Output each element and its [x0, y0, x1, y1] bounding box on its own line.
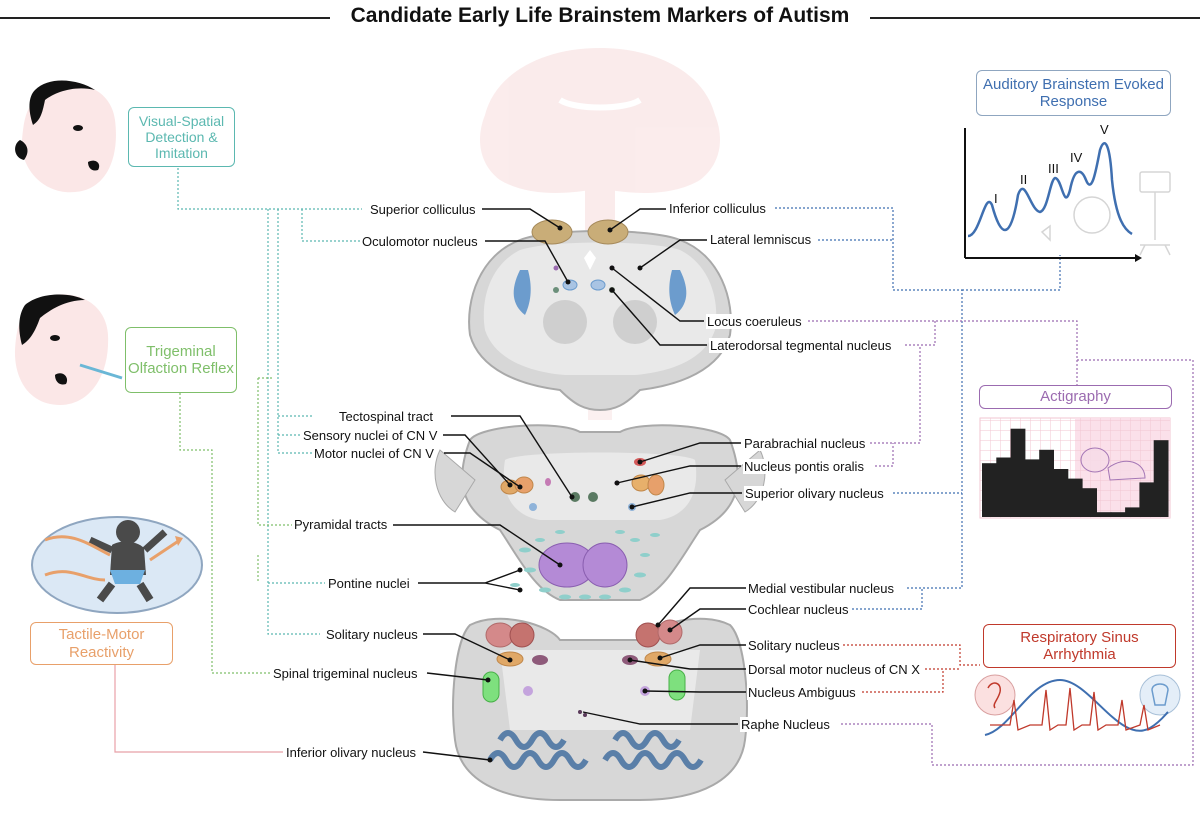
label-parabrachial-nucleus: Parabrachial nucleus: [743, 436, 867, 451]
label-lateral-lemniscus: Lateral lemniscus: [709, 232, 813, 247]
actigraphy-bar: [1110, 512, 1126, 517]
label-inferior-colliculus: Inferior colliculus: [668, 201, 767, 216]
actigraphy-bar: [1024, 459, 1040, 517]
marker-box-auditory: Auditory Brainstem Evoked Response: [976, 70, 1171, 116]
label-solitary-nucleus-right: Solitary nucleus: [747, 638, 841, 653]
label-laterodorsal-tegmental-nucleus: Laterodorsal tegmental nucleus: [709, 338, 893, 353]
marker-tactile-text: Tactile-Motor Reactivity: [58, 626, 145, 661]
abr-peak-3: III: [1048, 161, 1059, 176]
marker-box-actigraphy: Actigraphy: [979, 385, 1172, 409]
baby-face-visual: [15, 80, 116, 193]
sleeping-baby-icon: [1080, 447, 1146, 481]
abr-plot: [964, 128, 1171, 262]
actigraphy-bar: [1039, 449, 1054, 517]
actigraphy-bar: [1067, 478, 1083, 517]
marker-respiratory-text: Respiratory Sinus Arrhythmia: [1020, 628, 1139, 663]
abr-peak-1: I: [994, 191, 998, 206]
baby-face-trigeminal: [14, 294, 123, 405]
marker-actigraphy-text: Actigraphy: [1040, 388, 1111, 406]
page-title: Candidate Early Life Brainstem Markers o…: [344, 4, 856, 27]
marker-visual-spatial-text: Visual-Spatial Detection & Imitation: [138, 112, 225, 162]
label-superior-colliculus: Superior colliculus: [369, 202, 477, 217]
actigraphy-bar: [1139, 482, 1155, 517]
actigraphy-bar: [1053, 469, 1069, 517]
actigraphy-bar: [1082, 488, 1097, 517]
label-sensory-nuclei-cn5: Sensory nuclei of CN V: [302, 428, 439, 443]
actigraphy-chart: [979, 417, 1171, 519]
baby-tactile-illustration: [31, 516, 203, 614]
label-solitary-nucleus-left: Solitary nucleus: [325, 627, 419, 642]
label-nucleus-ambiguus: Nucleus Ambiguus: [747, 685, 857, 700]
connector-trigeminal: [179, 393, 270, 674]
actigraphy-bar: [982, 463, 997, 517]
label-oculomotor-nucleus: Oculomotor nucleus: [361, 234, 479, 249]
label-dorsal-motor-nucleus-cn10: Dorsal motor nucleus of CN X: [747, 662, 921, 677]
marker-trigeminal-text: Trigeminal Olfaction Reflex: [128, 342, 234, 377]
marker-box-tactile-motor: Tactile-Motor Reactivity: [30, 622, 173, 665]
abr-peak-2: II: [1020, 172, 1028, 187]
label-motor-nuclei-cn5: Motor nuclei of CN V: [313, 446, 435, 461]
connector-auditory: [775, 207, 963, 589]
label-raphe-nucleus: Raphe Nucleus: [740, 717, 831, 732]
label-pyramidal-tracts: Pyramidal tracts: [293, 517, 389, 532]
marker-box-respiratory: Respiratory Sinus Arrhythmia: [983, 624, 1176, 668]
label-pontine-nuclei: Pontine nuclei: [327, 576, 411, 591]
title-rule-left: [0, 17, 330, 19]
marker-auditory-text: Auditory Brainstem Evoked Response: [983, 75, 1164, 110]
rsa-plot: [974, 674, 1181, 736]
title-rule-right: [870, 17, 1200, 19]
pons-section: [434, 424, 766, 601]
actigraphy-bar: [1125, 507, 1140, 517]
label-tectospinal-tract: Tectospinal tract: [338, 409, 434, 424]
label-locus-coeruleus: Locus coeruleus: [706, 314, 803, 329]
abr-peak-5: V: [1100, 122, 1109, 137]
connector-actigraphy: [808, 320, 1078, 385]
medulla-section: [452, 617, 748, 801]
connector-visual: [177, 168, 362, 210]
actigraphy-bar: [1153, 440, 1169, 517]
actigraphy-bar: [1096, 512, 1112, 517]
abr-peak-4: IV: [1070, 150, 1083, 165]
label-inferior-olivary-nucleus: Inferior olivary nucleus: [285, 745, 418, 760]
label-superior-olivary-nucleus: Superior olivary nucleus: [744, 486, 885, 501]
actigraphy-bar: [996, 457, 1012, 517]
label-medial-vestibular-nucleus: Medial vestibular nucleus: [747, 581, 895, 596]
connector-tactile: [114, 665, 283, 753]
page-title-wrap: Candidate Early Life Brainstem Markers o…: [0, 4, 1200, 28]
marker-box-visual-spatial: Visual-Spatial Detection & Imitation: [128, 107, 235, 167]
label-spinal-trigeminal-nucleus: Spinal trigeminal nucleus: [272, 666, 419, 681]
marker-box-trigeminal: Trigeminal Olfaction Reflex: [125, 327, 237, 393]
actigraphy-bar: [1010, 428, 1026, 517]
midbrain-section: [468, 219, 732, 412]
label-cochlear-nucleus: Cochlear nucleus: [747, 602, 850, 617]
label-nucleus-pontis-oralis: Nucleus pontis oralis: [743, 459, 865, 474]
